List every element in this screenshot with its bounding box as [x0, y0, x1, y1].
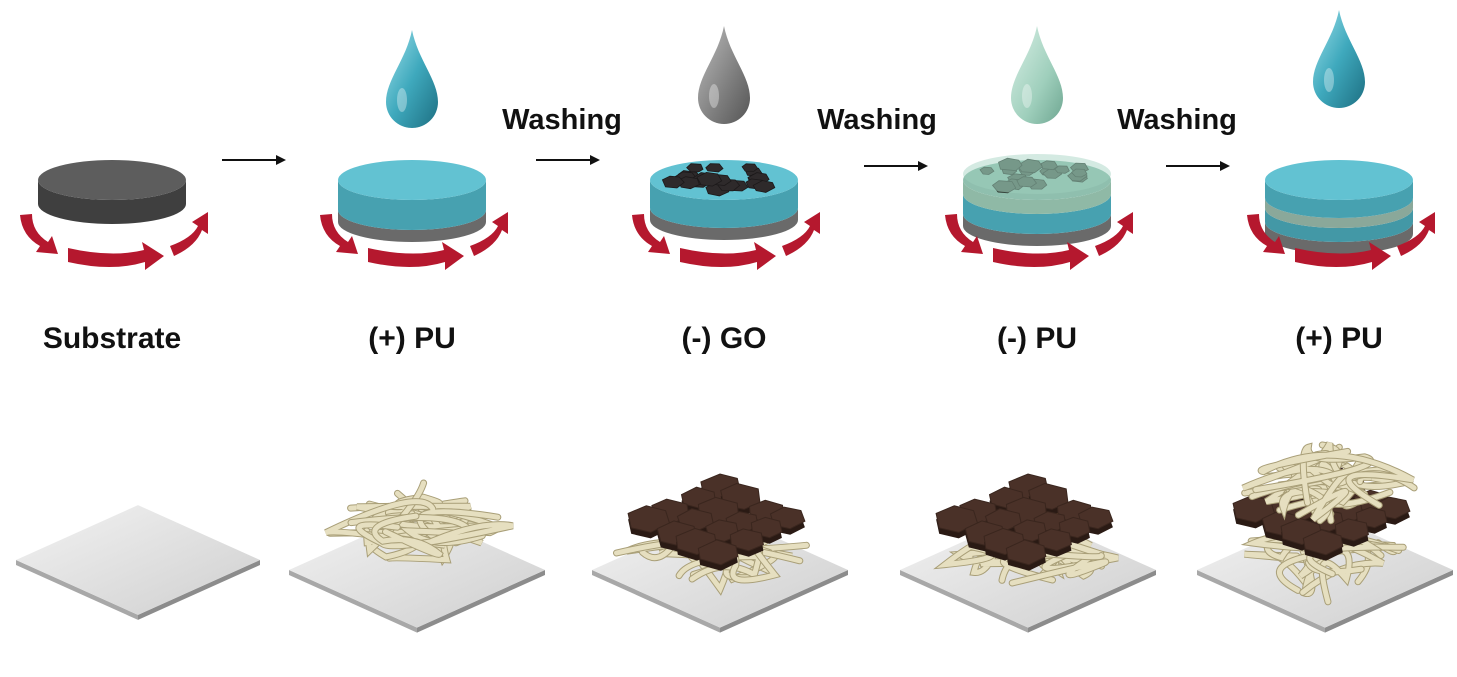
top-pu-layer-side: [1265, 180, 1413, 218]
plate-edge-left: [900, 570, 1028, 633]
go-flake-coated: [1016, 176, 1038, 188]
rotation-arrow-left: [1247, 214, 1285, 254]
go-flake-coated: [998, 157, 1023, 172]
rotation-arrow-bottom: [368, 242, 464, 270]
negative-pu-drop: [1011, 26, 1063, 124]
process-arrow-4-head: [1220, 161, 1230, 171]
rotation-arrow-right: [782, 212, 820, 256]
plate-edge-right: [720, 570, 848, 633]
neg-pu-coating: [963, 154, 1111, 194]
drop-highlight: [397, 88, 407, 112]
plate-negative-pu: [900, 473, 1156, 633]
pu-layer-side: [650, 180, 798, 228]
transition-label-washing-2: Washing: [817, 104, 937, 136]
plate-edge-left: [592, 570, 720, 633]
plate-positive-pu: [289, 479, 545, 633]
rotation-arrow-bottom: [680, 242, 776, 270]
plate-go: [592, 473, 848, 633]
rotation-arrow-right: [470, 212, 508, 256]
rotation-arrow-left: [632, 214, 670, 254]
rotation-arrow-bottom: [1295, 242, 1391, 270]
embedded-layer-side: [1265, 198, 1413, 228]
substrate-side: [963, 214, 1111, 246]
go-flake: [686, 163, 704, 173]
plate-substrate: [16, 505, 260, 620]
plate-edge-left: [1197, 570, 1325, 633]
step-label-negative-pu: (-) PU: [997, 322, 1077, 355]
drop-highlight: [1324, 68, 1334, 92]
drop-highlight: [709, 84, 719, 108]
pu-layer-side: [1265, 208, 1413, 242]
go-flake: [729, 528, 764, 552]
step-positive-pu-disc: [320, 30, 508, 270]
drop-highlight: [1022, 84, 1032, 108]
rotation-arrow-bottom: [993, 242, 1089, 270]
step-go-disc: [632, 26, 820, 270]
process-arrow-3-head: [918, 161, 928, 171]
go-flake: [935, 505, 979, 533]
transition-label-washing-1: Washing: [502, 104, 622, 136]
process-arrow-2-head: [590, 155, 600, 165]
go-flake-coated: [991, 180, 1017, 194]
plate-edge-left: [16, 560, 138, 620]
substrate-side: [38, 180, 186, 224]
step-positive-pu-final-disc: [1247, 10, 1435, 270]
go-flake: [1302, 529, 1344, 556]
substrate-side: [1265, 222, 1413, 254]
pu-layer-side: [338, 180, 486, 230]
go-flake: [697, 539, 739, 566]
rotation-arrow-left: [20, 214, 58, 254]
go-flake-coated: [1071, 168, 1088, 178]
plate-edge-right: [1028, 570, 1156, 633]
disc-top: [38, 160, 186, 200]
go-flake: [752, 180, 776, 193]
transition-label-washing-3: Washing: [1117, 104, 1237, 136]
go-flake: [661, 175, 685, 189]
step-negative-pu-disc: [945, 26, 1133, 270]
substrate-side: [650, 208, 798, 240]
plate-edge-right: [1325, 570, 1453, 633]
step-label-go: (-) GO: [681, 322, 767, 355]
plate-positive-pu-final: [1197, 441, 1453, 633]
step-label-substrate: Substrate: [42, 322, 182, 355]
rotation-arrow-right: [1397, 212, 1435, 256]
rotation-arrow-right: [170, 212, 208, 256]
rotation-arrow-bottom: [68, 242, 164, 270]
go-flake: [741, 163, 759, 172]
rotation-arrow-left: [945, 214, 983, 254]
go-flake: [627, 505, 671, 533]
rotation-arrow-right: [1095, 212, 1133, 256]
plate-surface: [16, 505, 260, 615]
go-flake-coated: [1040, 160, 1059, 171]
go-flake-coated: [1054, 165, 1070, 174]
positive-pu-drop-final: [1313, 10, 1365, 108]
plate-edge-right: [417, 570, 545, 633]
pu-strand-top: [1258, 448, 1415, 508]
step-substrate-disc: [20, 160, 208, 270]
substrate-side: [338, 210, 486, 242]
go-flake: [1334, 518, 1369, 542]
go-flake: [1037, 528, 1072, 552]
go-flake: [696, 171, 723, 187]
go-drop: [698, 26, 750, 124]
neg-pu-layer-side: [963, 180, 1111, 214]
step-label-positive-pu-final: (+) PU: [1295, 322, 1383, 355]
rotation-arrow-left: [320, 214, 358, 254]
disc-top: [1265, 160, 1413, 200]
plate-edge-left: [289, 570, 417, 633]
process-arrow-1-head: [276, 155, 286, 165]
go-flake: [1005, 539, 1047, 566]
go-flake: [705, 163, 724, 173]
plate-edge-right: [138, 560, 260, 620]
disc-top: [338, 160, 486, 200]
go-flake-coated: [979, 166, 995, 175]
step-label-positive-pu: (+) PU: [368, 322, 456, 355]
pu-strand: [372, 513, 443, 557]
positive-pu-drop: [386, 30, 438, 128]
